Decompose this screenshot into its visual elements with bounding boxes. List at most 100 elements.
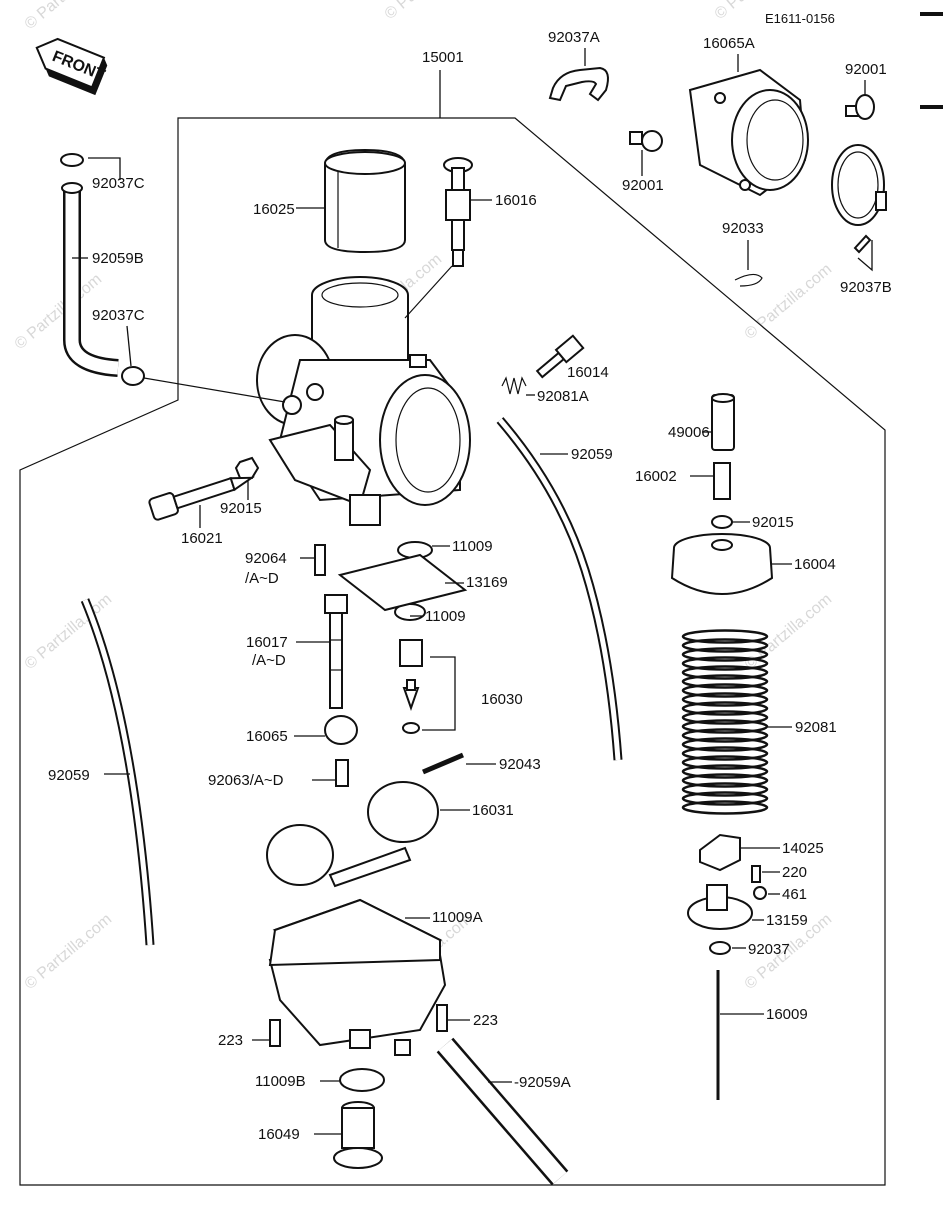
spring-coil	[681, 755, 769, 770]
part-label-92015-right: 92015	[752, 514, 794, 531]
plate-13169-icon	[337, 553, 468, 612]
washer-92015-right-icon	[711, 515, 733, 529]
part-label-92037b: 92037B	[840, 279, 892, 296]
float-16031-icon	[266, 781, 439, 888]
carburetor-body-icon	[256, 276, 471, 526]
cap-49006-icon	[711, 394, 735, 451]
screw-92001-top-icon	[845, 94, 875, 120]
part-label-16009: 16009	[766, 1006, 808, 1023]
screw-16016-icon	[443, 157, 473, 267]
assembly-boundary	[19, 117, 886, 1186]
front-arrow-icon: FRONT	[35, 37, 107, 96]
spring-coil	[681, 629, 769, 644]
margin-marker	[920, 105, 943, 109]
screw-16014-icon	[535, 334, 585, 379]
part-label-92037c-top: 92037C	[92, 175, 145, 192]
screw-220-icon	[751, 865, 761, 883]
part-label-11009-bot: 11009	[425, 608, 466, 625]
part-label-16002: 16002	[635, 468, 677, 485]
screw-16021-icon	[148, 476, 255, 521]
part-label-16025: 16025	[253, 201, 295, 218]
leader-line-92037b	[857, 240, 873, 272]
cap-16004-icon	[670, 533, 774, 595]
part-label-92043: 92043	[499, 756, 541, 773]
part-label-92059-mid: 92059	[571, 446, 613, 463]
jet-16017-icon	[324, 594, 348, 709]
part-label-16031: 16031	[472, 802, 514, 819]
part-label-223-right: 223	[473, 1012, 498, 1029]
part-label-14025: 14025	[782, 840, 824, 857]
spring-92081-icon	[681, 629, 769, 815]
leader-layer	[72, 48, 873, 1135]
part-label-92059b: 92059B	[92, 250, 144, 267]
screw-leader	[404, 265, 453, 319]
part-label-92081: 92081	[795, 719, 837, 736]
clip-92037-icon	[709, 941, 731, 955]
leader-line-92037c-top	[88, 157, 121, 180]
spring-92081A-icon	[501, 376, 527, 395]
diagram-code: E1611-0156	[765, 11, 835, 26]
part-label-16017-sub: /A~D	[252, 652, 286, 669]
part-label-92081a: 92081A	[537, 388, 589, 405]
fitting-16002-icon	[713, 462, 731, 500]
spring-coil	[681, 773, 769, 788]
spring-coil	[681, 710, 769, 725]
watermark: © Partzilla.com	[22, 0, 116, 33]
part-label-92037c-mid: 92037C	[92, 307, 145, 324]
hose-92059-mid-inner	[498, 418, 621, 761]
part-label-92015-left: 92015	[220, 500, 262, 517]
spring-coil	[681, 764, 769, 779]
part-label-92064-sub: /A~D	[245, 570, 279, 587]
float-bowl-icon	[268, 898, 447, 1056]
part-label-16004: 16004	[794, 556, 836, 573]
hose-92059A-inner	[438, 1039, 567, 1184]
oring-11009B-icon	[339, 1068, 385, 1092]
nut-16065-icon	[324, 715, 358, 745]
clamp-92037A-icon	[548, 66, 609, 102]
leader-line-92037c-mid	[126, 325, 132, 367]
spring-coil	[681, 647, 769, 662]
leader-line-16030	[422, 656, 456, 731]
watermark: © Partzilla.com	[22, 911, 116, 993]
part-label-49006: 49006	[668, 424, 710, 441]
valve-16030-icon	[399, 639, 423, 734]
jet-92063-icon	[335, 759, 349, 787]
part-label-11009a: 11009A	[432, 909, 483, 926]
hose-92059-mid-icon	[496, 417, 623, 761]
plug-16049-icon	[333, 1101, 383, 1169]
margin-marker	[920, 12, 943, 16]
screw-small-icon	[853, 234, 872, 254]
spring-coil	[681, 728, 769, 743]
screw-223-right-icon	[436, 1004, 448, 1032]
nut-461-icon	[753, 886, 767, 900]
pin-92033-icon	[734, 273, 763, 287]
part-label-92064: 92064	[245, 550, 287, 567]
hose-92059-left-inner	[82, 599, 153, 946]
part-label-16017: 16017	[246, 634, 288, 651]
part-label-92001-left: 92001	[622, 177, 664, 194]
part-label-92037: 92037	[748, 941, 790, 958]
spring-coil	[681, 719, 769, 734]
holder-13159-top	[706, 884, 728, 911]
part-label-92059a: -92059A	[514, 1074, 571, 1091]
part-label-92033: 92033	[722, 220, 764, 237]
part-label-92059-left: 92059	[48, 767, 90, 784]
spring-coil	[681, 665, 769, 680]
spring-coil	[681, 683, 769, 698]
spring-coil	[681, 791, 769, 806]
clip-92037C-mid-icon	[121, 366, 145, 386]
sleeve-16025-icon	[324, 148, 406, 254]
nut-92015-left-icon	[234, 456, 260, 479]
cap-49006-top	[711, 393, 735, 403]
part-label-13159: 13159	[766, 912, 808, 929]
screw-92001-left-icon	[629, 130, 663, 152]
spring-coil	[681, 800, 769, 815]
band-clamp-92037B-icon	[831, 144, 887, 226]
hose-end-icon	[61, 182, 83, 194]
clip-92037C-top-icon	[60, 153, 84, 167]
watermark: © Partzilla.com	[742, 261, 836, 343]
pin-92043-icon	[422, 752, 464, 775]
screw-223-left-icon	[269, 1019, 281, 1047]
